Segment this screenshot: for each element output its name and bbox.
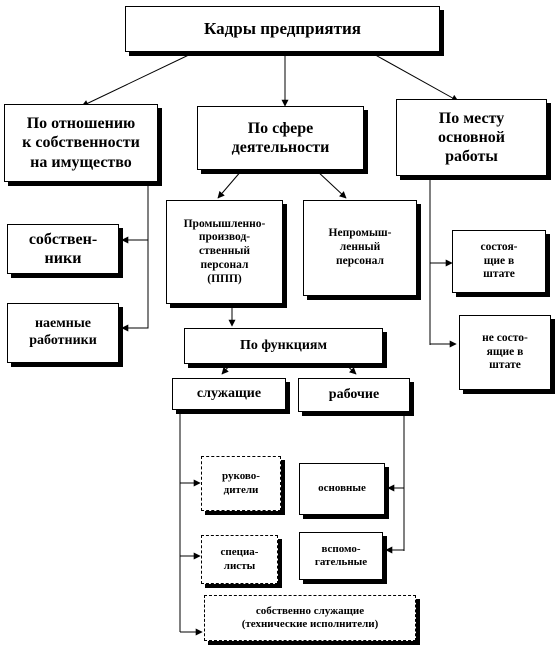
node-by-function-label: По функциям — [239, 337, 328, 353]
node-hired-workers: наемные работники — [7, 303, 119, 363]
node-managers-label: руково- дители — [222, 470, 260, 496]
node-auxiliary-workers: вспомо- гательные — [299, 532, 383, 580]
node-employees: служащие — [172, 378, 286, 410]
edge-root-ownership — [81, 51, 196, 107]
node-employees-label: служащие — [196, 385, 262, 401]
node-group-ownership-label: По отношению к собственности на имуществ… — [22, 115, 140, 171]
node-non-industrial-staff-label: Непромыш- ленный персонал — [328, 227, 392, 267]
node-workers-label: рабочие — [328, 386, 380, 402]
node-managers: руково- дители — [201, 456, 281, 511]
node-technical-staff: собственно служащие (технические исполни… — [204, 595, 416, 641]
node-non-industrial-staff: Непромыш- ленный персонал — [303, 200, 417, 296]
node-root: Кадры предприятия — [125, 6, 440, 52]
node-group-ownership: По отношению к собственности на имуществ… — [4, 104, 158, 182]
node-main-workers-label: основные — [318, 482, 366, 495]
node-group-workplace-label: По месту основной работы — [438, 109, 505, 166]
node-group-activity: По сфере деятельности — [197, 106, 364, 170]
node-specialists: специа- листы — [201, 535, 278, 584]
node-specialists-label: специа- листы — [220, 546, 259, 572]
node-industrial-staff: Промышленно- производ- ственный персонал… — [166, 200, 283, 304]
node-off-staff: не состо- ящие в штате — [459, 315, 551, 390]
node-auxiliary-workers-label: вспомо- гательные — [314, 542, 368, 568]
node-group-workplace: По месту основной работы — [396, 99, 547, 176]
node-on-staff-label: состоя- щие в штате — [480, 240, 518, 281]
node-hired-workers-label: наемные работники — [29, 316, 97, 348]
edge-activity-industrial — [217, 169, 243, 199]
node-main-workers: основные — [299, 463, 385, 515]
edge-ownership-trunk — [122, 182, 149, 329]
node-group-activity-label: По сфере деятельности — [231, 119, 330, 156]
edge-activity-nonindustrial — [315, 169, 347, 199]
node-off-staff-label: не состо- ящие в штате — [482, 331, 528, 372]
node-owners: собствен- ники — [7, 224, 119, 274]
node-root-label: Кадры предприятия — [204, 18, 361, 38]
node-technical-staff-label: собственно служащие (технические исполни… — [241, 604, 379, 630]
edge-root-workplace — [369, 51, 459, 102]
node-workers: рабочие — [298, 378, 410, 412]
node-by-function: По функциям — [184, 328, 383, 364]
node-on-staff: состоя- щие в штате — [452, 230, 546, 293]
node-industrial-staff-label: Промышленно- производ- ственный персонал… — [183, 217, 266, 285]
node-owners-label: собствен- ники — [28, 230, 98, 267]
